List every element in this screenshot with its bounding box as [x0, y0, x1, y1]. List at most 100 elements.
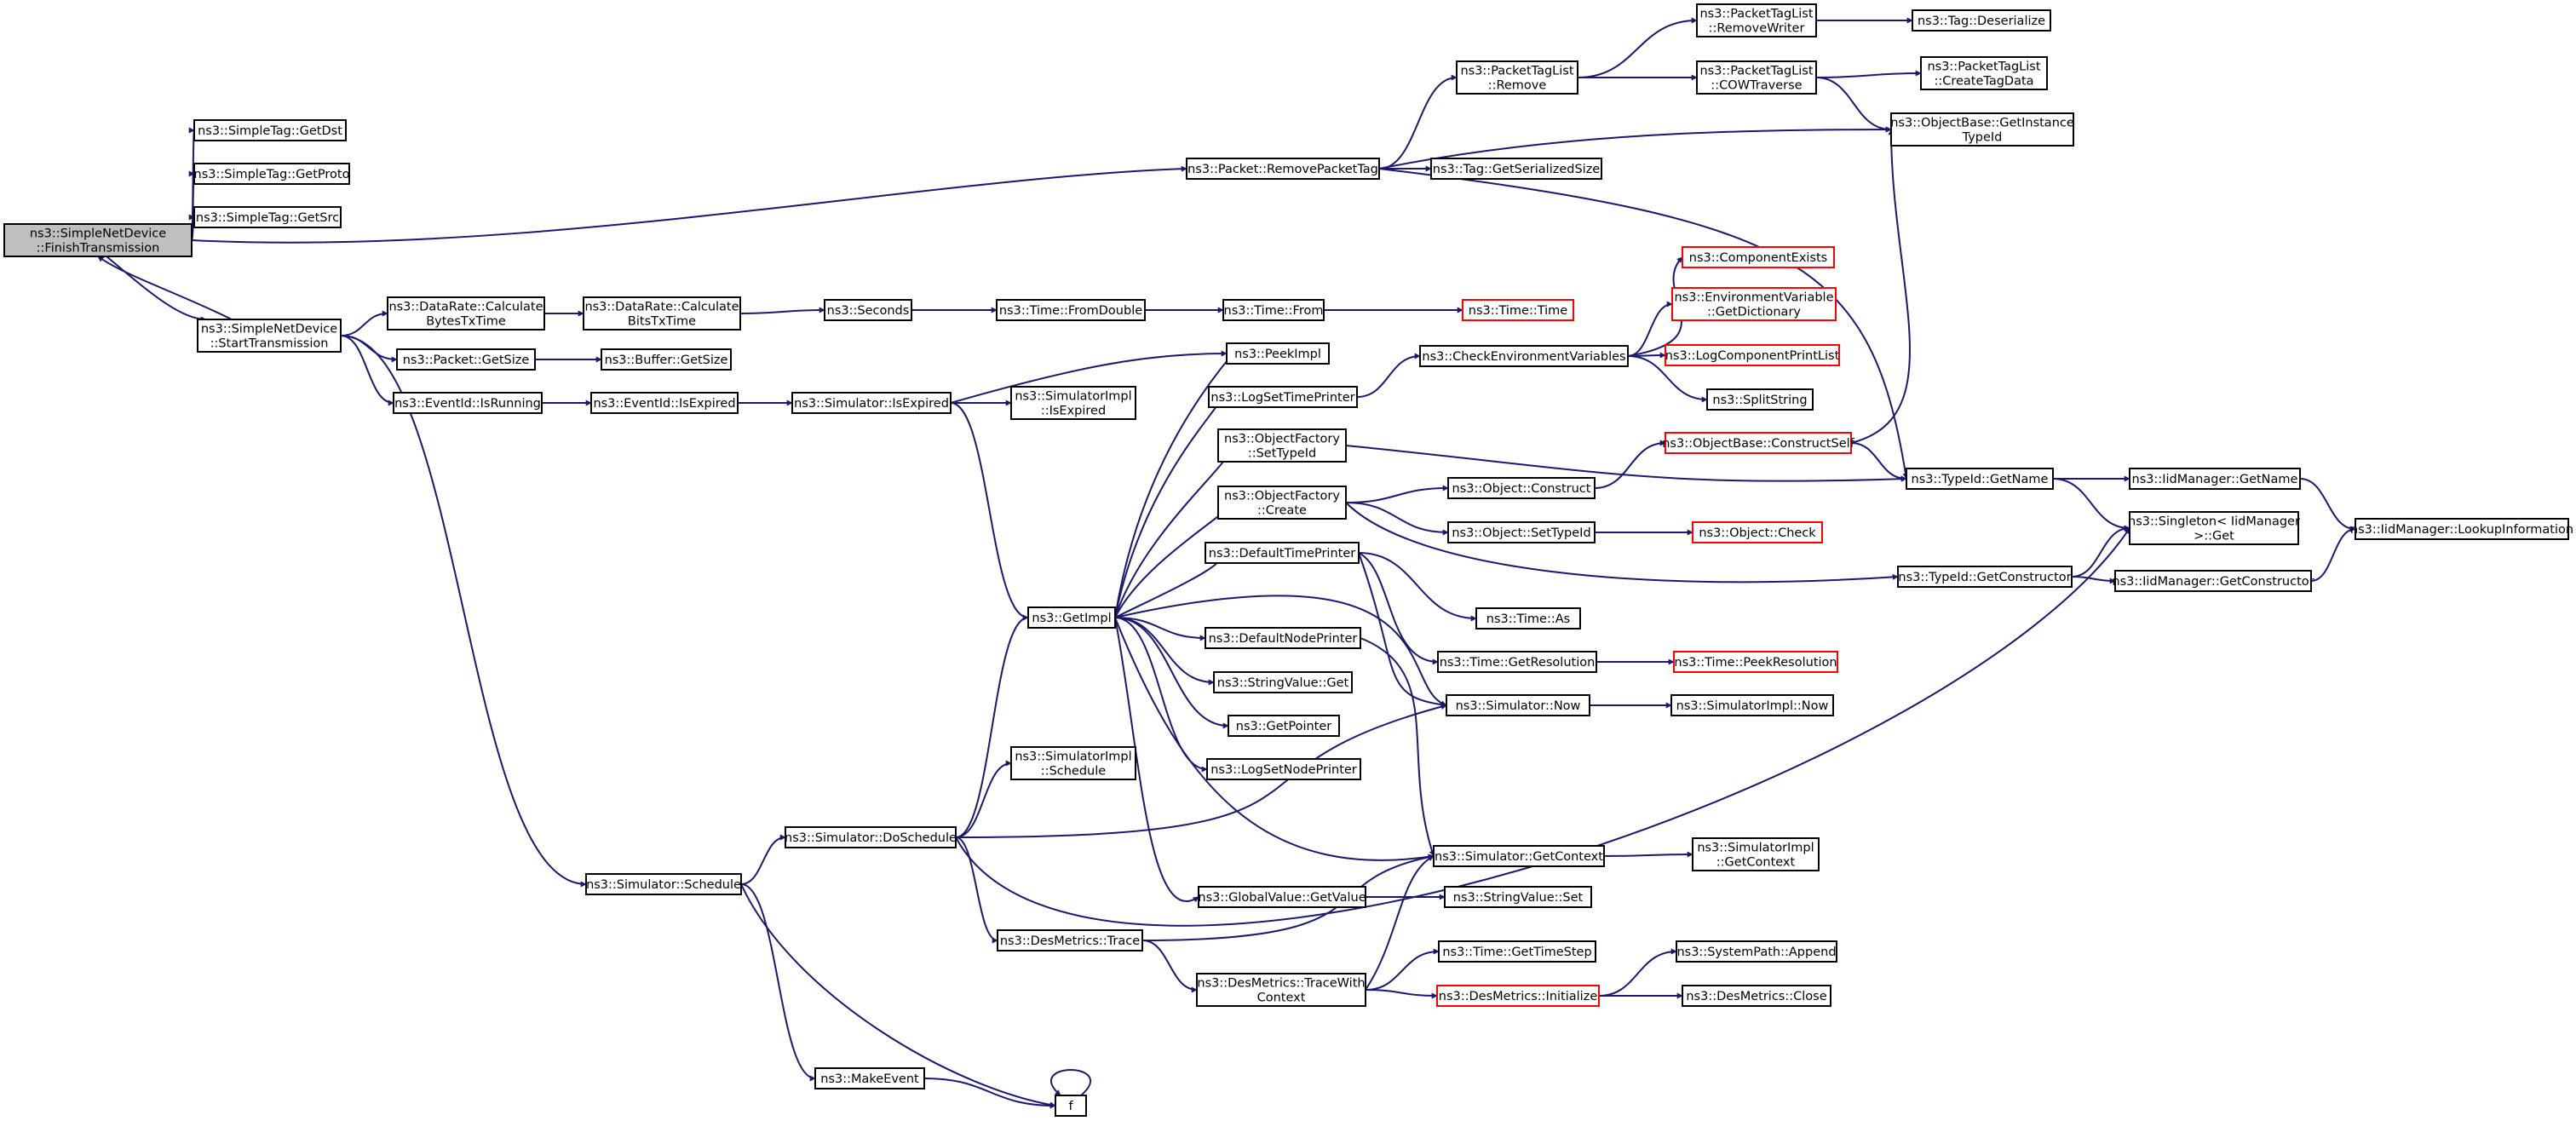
node-removepkttag[interactable]: ns3::Packet::RemovePacketTag: [1186, 158, 1380, 180]
call-edge-ob_constructself-to-typeid_getname: [1850, 442, 1907, 482]
node-simimpl_now[interactable]: ns3::SimulatorImpl::Now: [1670, 694, 1834, 716]
node-sim_doschedule[interactable]: ns3::Simulator::DoSchedule: [785, 826, 957, 848]
node-of_create[interactable]: ns3::ObjectFactory::Create: [1217, 486, 1347, 520]
node-sim_getcontext[interactable]: ns3::Simulator::GetContext: [1433, 845, 1605, 867]
node-time_as[interactable]: ns3::Time::As: [1475, 607, 1581, 629]
node-tag_deserialize[interactable]: ns3::Tag::Deserialize: [1912, 9, 2051, 32]
node-logsetnodeprinter[interactable]: ns3::LogSetNodePrinter: [1206, 758, 1361, 780]
node-box: [791, 392, 952, 414]
node-time_getresolution[interactable]: ns3::Time::GetResolution: [1437, 651, 1597, 673]
node-finish[interactable]: ns3::SimpleNetDevice::FinishTransmission: [3, 223, 193, 257]
node-label: ns3::DataRate::Calculate: [584, 301, 739, 314]
node-pkt_getsize[interactable]: ns3::Packet::GetSize: [396, 348, 536, 371]
node-sim_isexpired[interactable]: ns3::Simulator::IsExpired: [791, 392, 952, 414]
node-box: [1676, 940, 1837, 963]
node-label: ns3::SystemPath::Append: [1676, 946, 1836, 959]
node-evid_isrunning[interactable]: ns3::EventId::IsRunning: [393, 392, 543, 414]
node-stringvalue_set[interactable]: ns3::StringValue::Set: [1444, 886, 1592, 908]
node-checkenv[interactable]: ns3::CheckEnvironmentVariables: [1419, 345, 1629, 367]
node-iidmgr_getconstructor[interactable]: ns3::IidManager::GetConstructor: [2112, 570, 2314, 592]
node-sim_now[interactable]: ns3::Simulator::Now: [1446, 694, 1590, 716]
node-box: [1217, 486, 1347, 520]
node-box: [1010, 386, 1136, 420]
node-typeid_getconstructor[interactable]: ns3::TypeId::GetConstructor: [1897, 566, 2073, 588]
call-edge-getimpl-to-stringvalue_get: [1114, 617, 1215, 686]
node-time_peekresolution[interactable]: ns3::Time::PeekResolution: [1673, 651, 1838, 673]
node-box: [601, 348, 732, 371]
node-box: [2355, 518, 2569, 540]
node-getproto[interactable]: ns3::SimpleTag::GetProto: [193, 163, 350, 185]
node-box: [3, 223, 193, 257]
node-time_from[interactable]: ns3::Time::From: [1222, 299, 1325, 321]
node-peekimpl[interactable]: ns3::PeekImpl: [1226, 342, 1330, 365]
node-time_gettimestep[interactable]: ns3::Time::GetTimeStep: [1438, 940, 1596, 963]
call-edge-typeid_getconstructor-to-singleton_get: [2071, 525, 2130, 578]
node-tag_getserializedsize[interactable]: ns3::Tag::GetSerializedSize: [1430, 158, 1602, 180]
node-of_settypeid[interactable]: ns3::ObjectFactory::SetTypeId: [1217, 428, 1347, 463]
node-logcomponentprintlist[interactable]: ns3::LogComponentPrintList: [1665, 344, 1840, 366]
node-defaulttimeprinter[interactable]: ns3::DefaultTimePrinter: [1205, 542, 1360, 564]
node-iidmgr_getname[interactable]: ns3::IidManager::GetName: [2129, 468, 2301, 490]
node-box: [193, 206, 342, 228]
node-seconds[interactable]: ns3::Seconds: [824, 299, 912, 321]
node-label: ns3::TypeId::GetConstructor: [1898, 571, 2071, 584]
node-ptl_createtagdata[interactable]: ns3::PacketTagList::CreateTagData: [1920, 56, 2048, 90]
call-edge-starttx-to-evid_isrunning: [340, 335, 394, 406]
node-simimpl_getcontext[interactable]: ns3::SimulatorImpl::GetContext: [1692, 837, 1820, 871]
call-edge-ptl_cow-to-ptl_createtagdata: [1815, 70, 1922, 78]
node-splitstring[interactable]: ns3::SplitString: [1706, 388, 1814, 411]
node-obj_construct[interactable]: ns3::Object::Construct: [1447, 477, 1596, 499]
node-box: [997, 929, 1143, 951]
node-makeevent[interactable]: ns3::MakeEvent: [814, 1067, 925, 1089]
node-ptl_removewriter[interactable]: ns3::PacketTagList::RemoveWriter: [1696, 3, 1817, 37]
node-ob_constructself[interactable]: ns3::ObjectBase::ConstructSelf: [1662, 432, 1855, 454]
node-componentexists[interactable]: ns3::ComponentExists: [1682, 246, 1835, 268]
node-desmetrics_close[interactable]: ns3::DesMetrics::Close: [1682, 985, 1831, 1007]
node-systempath_append[interactable]: ns3::SystemPath::Append: [1676, 940, 1837, 963]
node-obj_settypeid[interactable]: ns3::Object::SetTypeId: [1447, 521, 1596, 543]
node-buf_getsize[interactable]: ns3::Buffer::GetSize: [601, 348, 732, 371]
node-singleton_get[interactable]: ns3::Singleton< IidManager >::Get: [2128, 511, 2300, 545]
call-edge-desmetrics_tracewithcontext-to-desmetrics_initialize: [1365, 989, 1438, 999]
node-box: [1682, 246, 1835, 268]
node-f[interactable]: f: [1055, 1095, 1087, 1117]
node-logsettimeprinter[interactable]: ns3::LogSetTimePrinter: [1208, 386, 1358, 408]
node-label: Context: [1257, 992, 1306, 1005]
node-getdst[interactable]: ns3::SimpleTag::GetDst: [193, 119, 347, 141]
node-ptl_remove[interactable]: ns3::PacketTagList::Remove: [1456, 60, 1578, 95]
node-time_time[interactable]: ns3::Time::Time: [1462, 299, 1574, 321]
node-defaultnodeprinter[interactable]: ns3::DefaultNodePrinter: [1205, 627, 1361, 649]
node-ptl_cow[interactable]: ns3::PacketTagList::COWTraverse: [1696, 60, 1817, 95]
node-label: ns3::SimpleNetDevice: [30, 227, 166, 241]
node-time_fromdouble[interactable]: ns3::Time::FromDouble: [996, 299, 1146, 321]
node-obj_check[interactable]: ns3::Object::Check: [1692, 521, 1823, 543]
node-globalvalue_getvalue[interactable]: ns3::GlobalValue::GetValue: [1198, 886, 1366, 908]
node-typeid_getname[interactable]: ns3::TypeId::GetName: [1906, 468, 2054, 490]
node-evid_isexpired[interactable]: ns3::EventId::IsExpired: [590, 392, 739, 414]
node-desmetrics_initialize[interactable]: ns3::DesMetrics::Initialize: [1436, 985, 1600, 1007]
node-desmetrics_trace[interactable]: ns3::DesMetrics::Trace: [997, 929, 1143, 951]
node-sim_schedule[interactable]: ns3::Simulator::Schedule: [585, 873, 742, 895]
node-box: [1696, 60, 1817, 95]
node-label: ::CreateTagData: [1934, 75, 2033, 89]
node-starttx[interactable]: ns3::SimpleNetDevice::StartTransmission: [197, 319, 342, 353]
node-box: [1706, 388, 1814, 411]
node-iidmgr_lookup[interactable]: ns3::IidManager::LookupInformation: [2350, 518, 2573, 540]
node-box: [1462, 299, 1574, 321]
node-getpointer[interactable]: ns3::GetPointer: [1228, 715, 1340, 737]
call-edge-sim_doschedule-to-getimpl: [955, 614, 1029, 838]
node-box: [1186, 158, 1380, 180]
node-label: ns3::GlobalValue::GetValue: [1198, 891, 1366, 905]
node-getimpl[interactable]: ns3::GetImpl: [1027, 606, 1116, 629]
node-stringvalue_get[interactable]: ns3::StringValue::Get: [1213, 671, 1353, 693]
node-simimpl_schedule[interactable]: ns3::SimulatorImpl::Schedule: [1010, 746, 1136, 780]
node-envvar_getdict[interactable]: ns3::EnvironmentVariable::GetDictionary: [1671, 287, 1837, 321]
node-label: TypeId: [1962, 131, 2003, 145]
node-getsrc[interactable]: ns3::SimpleTag::GetSrc: [193, 206, 342, 228]
node-simimpl_isexpired[interactable]: ns3::SimulatorImpl::IsExpired: [1010, 386, 1136, 420]
node-box: [393, 392, 543, 414]
